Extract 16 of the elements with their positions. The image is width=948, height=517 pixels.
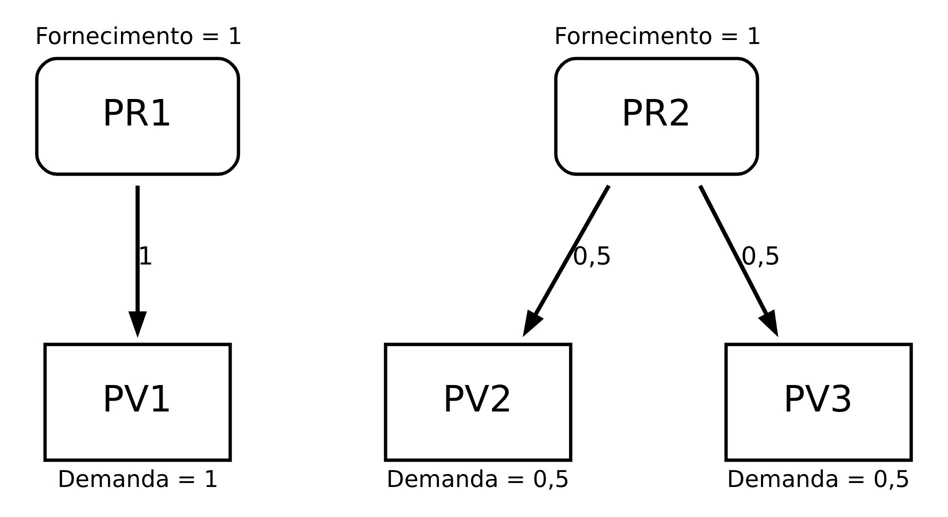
edge-label: 0,5 <box>740 241 780 270</box>
node-label: Demanda = 1 <box>57 466 218 493</box>
node-box: PR2 <box>554 56 760 176</box>
node-label: Demanda = 0,5 <box>386 466 570 493</box>
node-box: PV1 <box>43 342 232 462</box>
node-label: Demanda = 0,5 <box>726 466 910 493</box>
edge-label: 0,5 <box>572 241 612 270</box>
arrow <box>128 186 147 338</box>
arrow <box>698 184 778 338</box>
node-box: PV2 <box>384 342 572 462</box>
node-label: Fornecimento = 1 <box>35 24 242 50</box>
node-label: Fornecimento = 1 <box>554 24 762 50</box>
arrow <box>522 184 611 338</box>
edge-label: 1 <box>138 241 154 270</box>
node-box: PR1 <box>35 56 240 176</box>
node-box: PV3 <box>724 342 913 462</box>
